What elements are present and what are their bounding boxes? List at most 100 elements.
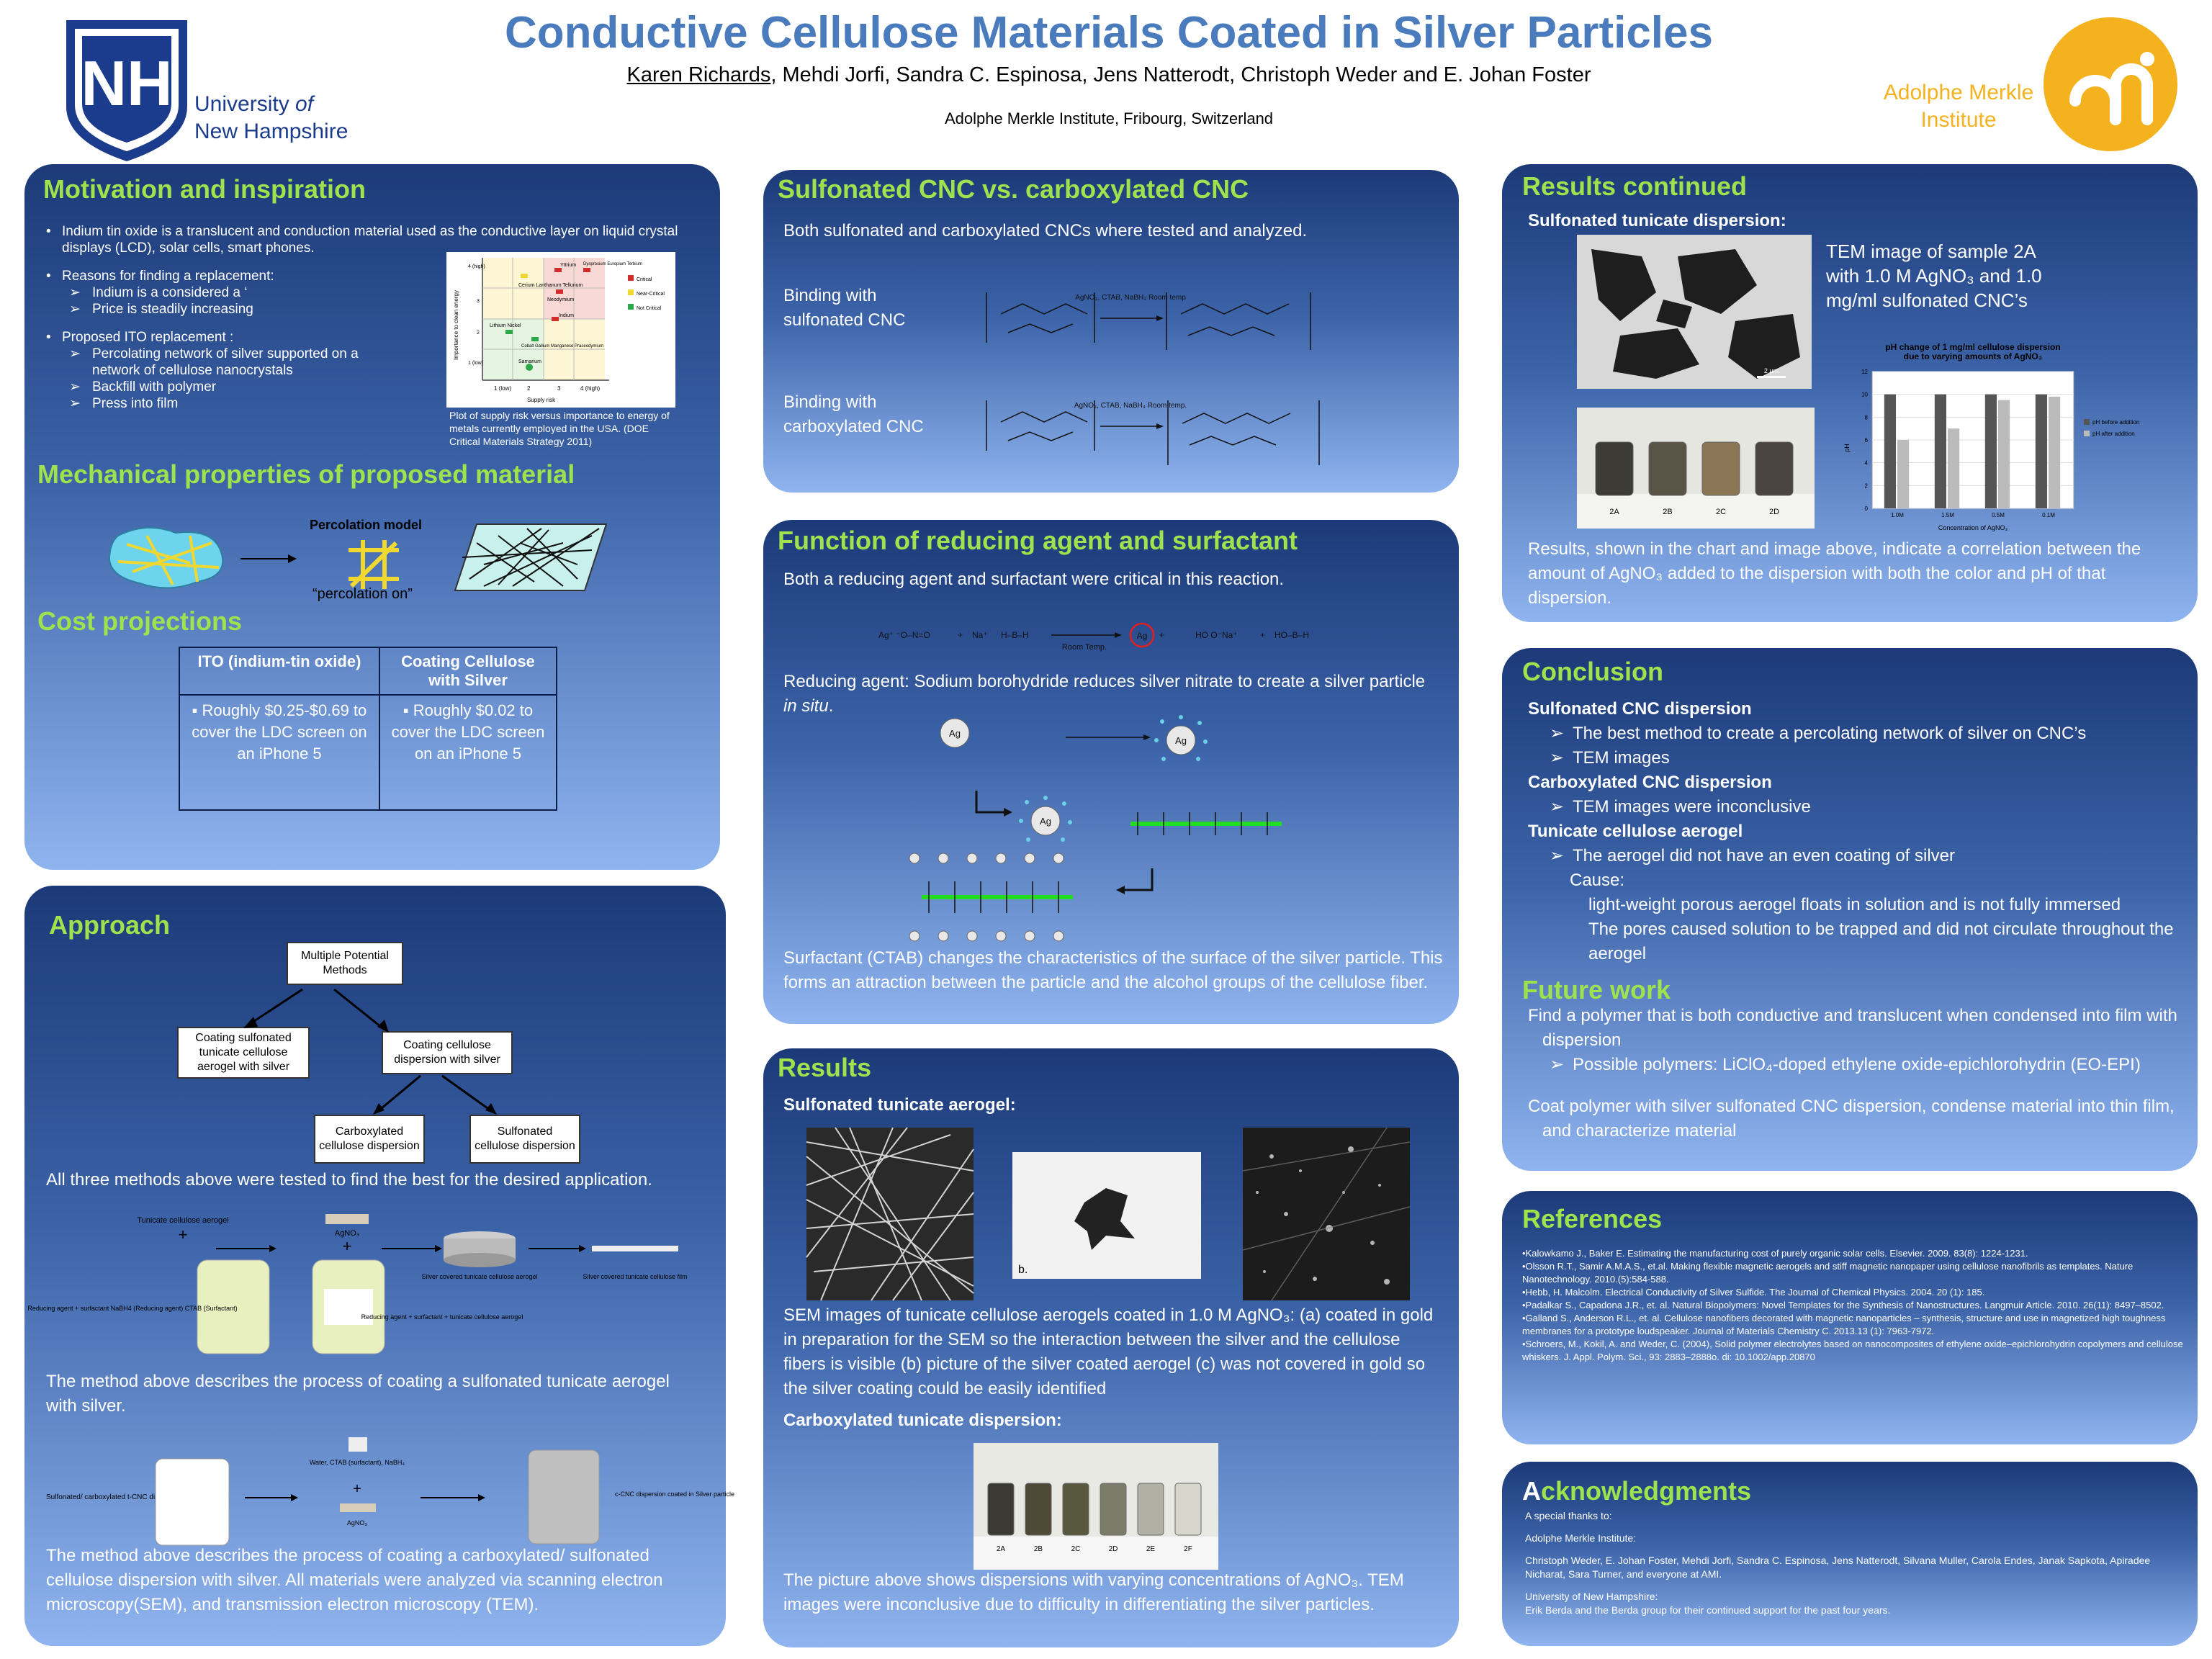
flow-root-box: Multiple Potential Methods (287, 942, 403, 985)
chart-legend-entry: Not Critical (637, 306, 662, 311)
reaction-condition-1: AgNO₃, CTAB, NaBH₄ Room temp (1075, 294, 1186, 302)
reference-item: •Kalowkamo J., Baker E. Estimating the m… (1522, 1248, 2028, 1259)
future-work-body: Find a polymer that is both conductive a… (1528, 1004, 2183, 1143)
svg-text:HO–B–H: HO–B–H (1274, 630, 1309, 640)
svg-text:Ag⁺ ⁻O–N=O: Ag⁺ ⁻O–N=O (878, 630, 930, 640)
conclusion-carboxylated-point: TEM images were inconclusive (1550, 795, 2183, 819)
ph-bar (1984, 394, 1997, 508)
chart-element: Indium (559, 313, 574, 318)
reference-item: •Hebb, H. Malcolm. Electrical Conductivi… (1522, 1287, 1985, 1298)
silver-particle-label: Ag (1175, 735, 1187, 746)
conclusion-sulfonated-point-2: TEM images (1550, 746, 2183, 770)
ph-y-tick: 2 (1865, 482, 1869, 489)
ph-y-tick: 10 (1861, 392, 1868, 398)
flow-sulfonated-box: Sulfonated cellulose dispersion (469, 1115, 580, 1164)
ack-line: University of New Hampshire: (1525, 1591, 1658, 1602)
ph-bar (2035, 394, 2047, 508)
reducing-panel: Function of reducing agent and surfactan… (763, 520, 1459, 1024)
percolation-lattice-icon (349, 540, 399, 589)
supply-risk-chart: Cerium Lanthanum Tellurium Yttrium Dyspr… (446, 252, 675, 408)
approach-text-2: The method above describes the process o… (46, 1372, 670, 1416)
fig1-label: Silver covered tunicate cellulose aeroge… (421, 1273, 537, 1280)
ph-chart-title: pH change of 1 mg/ml cellulose dispersio… (1885, 342, 2060, 361)
motivation-sub-3c: Press into film (69, 395, 698, 412)
results-continued-subheading: Sulfonated tunicate dispersion: (1528, 211, 1786, 230)
dispersion-process-figure: Sulfonated/ carboxylated t-CNC dispersio… (46, 1437, 734, 1546)
chart-legend-entry: Critical (637, 277, 652, 282)
ami-name: Adolphe Merkle Institute (1883, 81, 2034, 132)
surfactant-text: Surfactant (CTAB) changes the characteri… (783, 948, 1443, 992)
cost-cell-ito: ▪ Roughly $0.25-$0.69 to cover the LDC s… (179, 694, 380, 811)
unh-name: University of New Hampshire (194, 92, 349, 143)
sem-image-c (1242, 1127, 1411, 1301)
cost-cell-cellulose: ▪ Roughly $0.02 to cover the LDC screen … (378, 694, 558, 811)
fig2-label: Water, CTAB (surfactant), NaBH₄ (310, 1459, 405, 1466)
ph-bar (1897, 440, 1910, 508)
motivation-sub-3a: Percolating network of silver supported … (69, 346, 372, 379)
ph-bar (2049, 396, 2061, 508)
ph-y-tick: 8 (1865, 414, 1869, 421)
cellulose-network-icon (108, 526, 224, 589)
ph-legend-entry: pH before addition (2092, 419, 2139, 426)
ph-y-tick: 12 (1861, 369, 1868, 375)
approach-panel: Approach Multiple Potential Methods Coat… (24, 886, 734, 1646)
results-subheading-carboxylated: Carboxylated tunicate dispersion: (783, 1411, 1062, 1430)
sulfonated-vials-photo: 2A 2B 2C 2D (1577, 408, 1815, 529)
chart-element: Lithium Nickel (490, 323, 521, 328)
binding-carboxylated-label: Binding with carboxylated CNC (783, 392, 924, 436)
fig1-label: AgNO₃ (335, 1229, 359, 1238)
motivation-sub-2b: Price is steadily increasing (69, 301, 698, 318)
chart-x-label: Supply risk (527, 397, 556, 403)
silver-particle-label: Ag (949, 728, 961, 739)
svg-text:+: + (1260, 630, 1265, 640)
unh-shield-logo: NH (66, 20, 187, 161)
reference-item: •Schroers, M., Kokil, A. and Weder, C. (… (1522, 1339, 2183, 1362)
cost-col-ito: ITO (indium-tin oxide) (179, 647, 380, 696)
conclusion-cause-2: The pores caused solution to be trapped … (1588, 920, 2174, 963)
conclusion-cause-label: Cause: (1570, 871, 1625, 890)
motivation-sub-3b: Backfill with polymer (69, 379, 698, 395)
chart-element: Dysprosium Europium Terbium (583, 262, 642, 266)
motivation-bullets: Indium tin oxide is a translucent and co… (43, 223, 698, 412)
motivation-panel: Motivation and inspiration Indium tin ox… (24, 164, 720, 870)
future-work-heading: Future work (1522, 975, 1671, 1004)
flow-aerogel-box: Coating sulfonated tunicate cellulose ae… (177, 1027, 310, 1079)
fiber-mesh-image (454, 523, 608, 591)
carboxylated-description: The picture above shows dispersions with… (783, 1570, 1404, 1614)
vial-label: 2B (1663, 508, 1672, 516)
conclusion-heading: Conclusion (1522, 657, 1663, 686)
chart-legend-entry: Near-Critical (637, 292, 665, 297)
vial-label: 2F (1184, 1545, 1192, 1553)
supply-chart-caption: Plot of supply risk versus importance to… (449, 410, 670, 447)
percolation-model-label: Percolation model (310, 518, 423, 532)
mechanical-heading: Mechanical properties of proposed materi… (37, 459, 575, 489)
photo-b-label: b. (1018, 1264, 1028, 1276)
flowchart-arrows (243, 988, 497, 1115)
ami-logo (2044, 17, 2177, 151)
silver-particle-label: Ag (1040, 816, 1051, 827)
equation-silver: Ag (1137, 631, 1148, 641)
vial-label: 2A (1609, 508, 1619, 516)
acknowledgments-heading: Acknowledgments (1522, 1476, 1752, 1506)
binding-reaction-schemes: AgNO₃, CTAB, NaBH₄ Room temp AgNO₃, CTAB… (986, 292, 1320, 465)
affiliation: Adolphe Merkle Institute, Fribourg, Swit… (944, 109, 1274, 127)
chart-y-tick: 3 (477, 299, 480, 304)
reduction-equation: Ag⁺ ⁻O–N=O+Na⁺ H–B–H+ HO O⁻Na⁺+HO–B–H Ro… (878, 622, 1309, 652)
conclusion-body: Sulfonated CNC dispersion The best metho… (1528, 697, 2183, 966)
chart-element: Neodymium (547, 297, 575, 302)
results-subheading-aerogel: Sulfonated tunicate aerogel: (783, 1095, 1016, 1115)
ph-bar-chart: pH change of 1 mg/ml cellulose dispersio… (1843, 342, 2139, 531)
chart-x-tick: 2 (527, 385, 531, 392)
ph-legend-swatch (2084, 431, 2090, 436)
aerogel-process-figure: Tunicate cellulose aerogel + AgNO₃ + Sil… (27, 1214, 688, 1354)
approach-text-1: All three methods above were tested to f… (46, 1170, 652, 1190)
vial-label: 2A (997, 1545, 1006, 1553)
sulfonated-panel: Sulfonated CNC vs. carboxylated CNC Both… (763, 170, 1459, 493)
binding-sulfonated-label: Binding with sulfonated CNC (783, 286, 906, 330)
flow-carboxylated-box: Carboxylated cellulose dispersion (314, 1115, 425, 1164)
reducing-heading: Function of reducing agent and surfactan… (778, 526, 1298, 555)
fig1-label: Reducing agent + surfactant + tunicate c… (361, 1313, 523, 1321)
svg-text:NH: NH (81, 48, 172, 119)
reference-item: •Galland S., Anderson R.L., et. al. Cell… (1522, 1313, 2166, 1336)
conclusion-aerogel-title: Tunicate cellulose aerogel (1528, 822, 1743, 841)
